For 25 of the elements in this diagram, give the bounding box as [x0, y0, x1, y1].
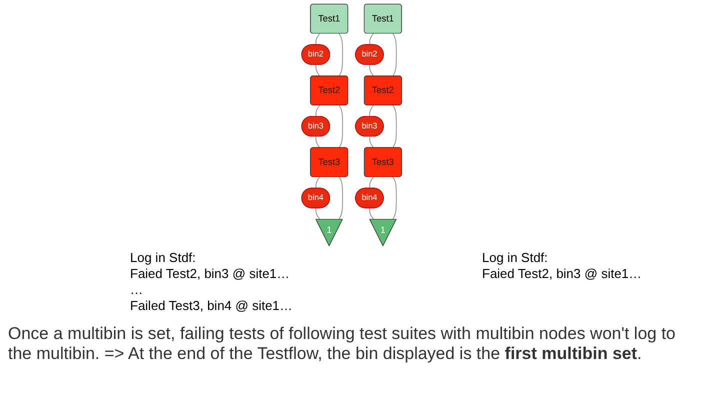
log-note: Faied Test2, bin3 @ site1…	[482, 266, 643, 282]
connector	[316, 208, 321, 220]
connector	[339, 104, 344, 148]
connector	[392, 33, 398, 76]
log-note: Failed Test3, bin4 @ site1…	[130, 298, 294, 314]
connector	[316, 33, 320, 46]
connector	[316, 136, 320, 148]
connector	[370, 136, 374, 148]
log-note: …	[130, 282, 144, 298]
connector	[370, 104, 374, 117]
connector	[370, 64, 374, 76]
connector	[339, 33, 344, 76]
connector	[370, 176, 374, 189]
connector	[392, 104, 398, 148]
log-note: Faied Test2, bin3 @ site1…	[130, 266, 291, 282]
connector	[392, 176, 398, 220]
connector	[370, 208, 374, 220]
connector	[370, 33, 374, 46]
log-note: Log in Stdf:	[130, 250, 197, 266]
connector	[338, 176, 344, 220]
connector	[316, 176, 320, 189]
caption: Once a multibin is set, failing tests of following test suites with multibin nodes won't log to the multibin. => At the end of the Testflow, the bin displayed is the first multibin set.	[7, 323, 677, 365]
connector	[316, 64, 320, 76]
log-note: Log in Stdf:	[482, 250, 549, 266]
connector	[316, 104, 320, 117]
